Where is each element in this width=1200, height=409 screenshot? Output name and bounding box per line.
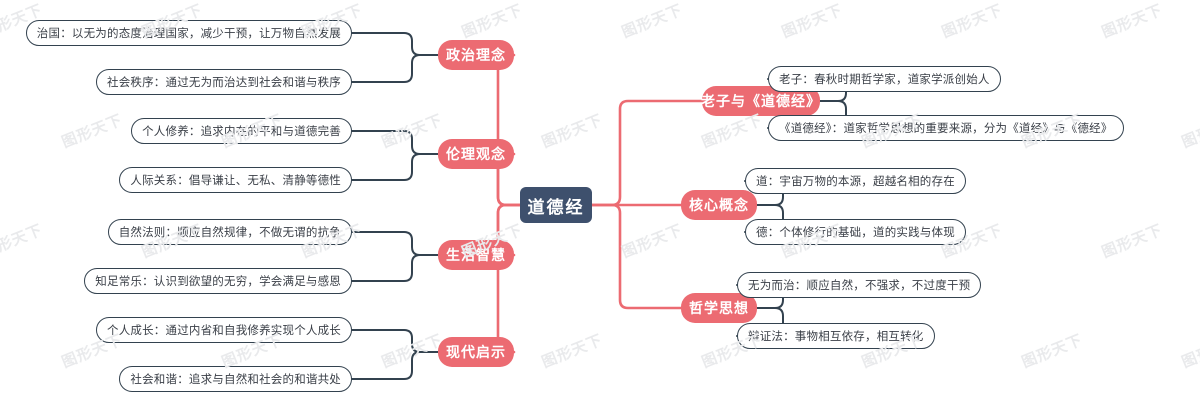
leaf-link-shenghuo-zhihui-1: [351, 254, 439, 282]
leaf-link-zhengzhi-linian-0: [351, 32, 439, 56]
leaf-node[interactable]: 无为而治：顺应自然，不强求，不过度干预: [737, 272, 982, 298]
leaf-node[interactable]: 自然法则：顺应自然规律，不做无谓的抗争: [107, 219, 352, 245]
branch-node-xiandai-qishi[interactable]: 现代启示: [438, 337, 514, 367]
branch-node-zhexue-sixiang[interactable]: 哲学思想: [681, 293, 757, 323]
leaf-node[interactable]: 社会秩序：通过无为而治达到社会和谐与秩序: [96, 69, 352, 95]
leaf-link-zhengzhi-linian-1: [351, 54, 439, 83]
leaf-link-lunli-guannian-0: [351, 130, 439, 155]
branch-node-lunli-guannian[interactable]: 伦理观念: [438, 139, 514, 169]
leaf-node[interactable]: 德：个体修行的基础，道的实践与体现: [745, 219, 966, 245]
leaf-node[interactable]: 治国：以无为的态度治理国家，减少干预，让万物自然发展: [25, 20, 352, 46]
leaf-node[interactable]: 道：宇宙万物的本源，超越名相的存在: [745, 168, 966, 194]
leaf-node[interactable]: 社会和谐：追求与自然和社会的和谐共处: [119, 366, 352, 392]
root-node[interactable]: 道德经: [520, 187, 592, 223]
branch-node-zhengzhi-linian[interactable]: 政治理念: [438, 40, 514, 70]
leaf-node[interactable]: 辩证法：事物相互依存，相互转化: [737, 323, 935, 349]
leaf-link-xiandai-qishi-1: [351, 351, 439, 380]
leaf-node[interactable]: 《道德经》：道家哲学思想的重要来源，分为《道经》与《德经》: [768, 115, 1124, 141]
leaf-node[interactable]: 个人修养：追求内在的平和与道德完善: [131, 118, 352, 144]
leaf-node[interactable]: 知足常乐：认识到欲望的无穷，学会满足与感恩: [84, 268, 352, 294]
branch-link-laozi-yu-daodejing: [590, 99, 704, 207]
branch-node-hexin-gainian[interactable]: 核心概念: [681, 190, 757, 220]
branch-link-xiandai-qishi: [496, 203, 522, 354]
leaf-link-shenghuo-zhihui-0: [351, 231, 439, 256]
branch-link-zhexue-sixiang: [590, 203, 683, 310]
leaf-node[interactable]: 人际关系：倡导谦让、无私、清静等德性: [119, 167, 352, 193]
leaf-link-xiandai-qishi-0: [351, 329, 439, 353]
leaf-link-lunli-guannian-1: [351, 153, 439, 181]
branch-link-zhengzhi-linian: [496, 53, 522, 207]
leaf-node[interactable]: 个人成长：通过内省和自我修养实现个人成长: [96, 317, 352, 343]
leaf-node[interactable]: 老子：春秋时期哲学家，道家学派创始人: [768, 66, 1001, 92]
branch-node-shenghuo-zhihui[interactable]: 生活智慧: [438, 240, 514, 270]
